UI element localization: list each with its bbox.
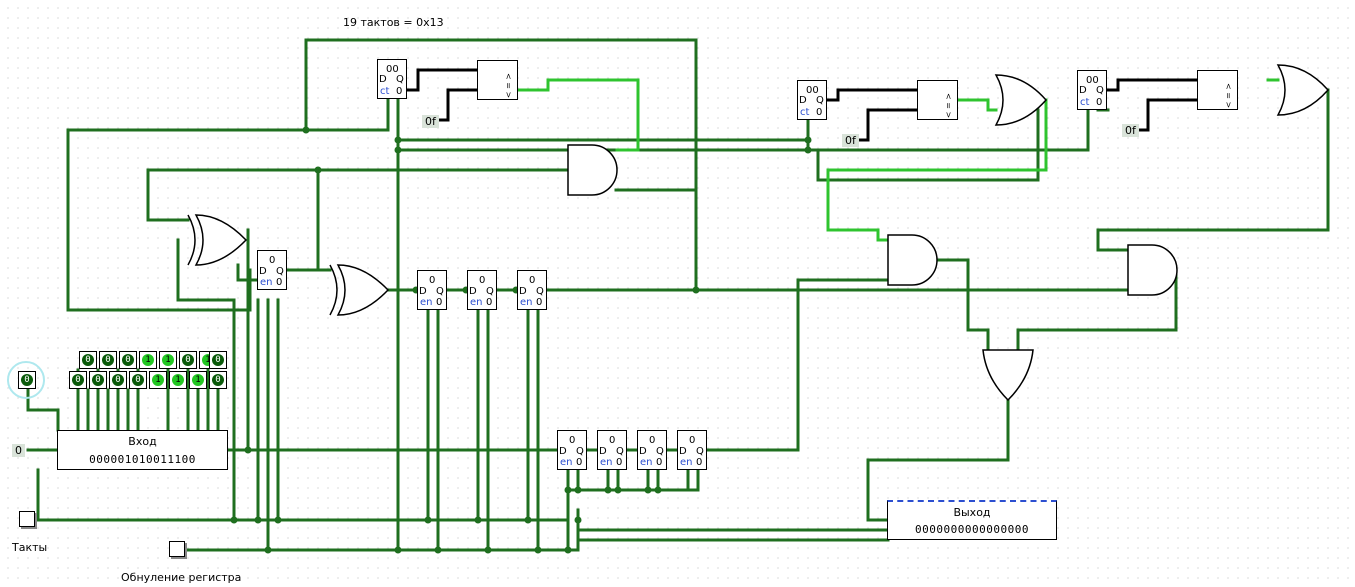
input-bit[interactable]: 1: [169, 371, 187, 389]
input-register-value: 000001010011100: [89, 453, 196, 466]
reset-label: Обнуление регистра: [121, 571, 242, 584]
input-bit[interactable]: 0: [69, 371, 87, 389]
constant-0f-1[interactable]: 0f: [422, 115, 439, 128]
input-bit[interactable]: 0: [209, 371, 227, 389]
input-bit[interactable]: 1: [149, 371, 167, 389]
flipflop-2[interactable]: 0 D Q en 0: [417, 270, 447, 310]
comparator-2[interactable]: < = >: [917, 80, 958, 120]
flipflop-7[interactable]: 0 D Q en 0: [637, 430, 667, 470]
output-register[interactable]: Выход 0000000000000000: [887, 500, 1057, 540]
flipflop-5[interactable]: 0 D Q en 0: [557, 430, 587, 470]
counter-1[interactable]: 00 D Q ct 0: [377, 59, 407, 99]
junctions: [230, 126, 812, 554]
input-bit[interactable]: 0: [109, 371, 127, 389]
input-register[interactable]: Вход 000001010011100: [57, 430, 228, 470]
and-gate-3[interactable]: [1127, 244, 1178, 296]
comparator-1[interactable]: < = >: [477, 60, 518, 100]
or-gate-4[interactable]: [1276, 64, 1329, 116]
wires-bright: [516, 78, 1280, 242]
circuit-title: 19 тактов = 0x13: [343, 16, 444, 29]
and-gate-1[interactable]: [567, 144, 618, 196]
and-gate-2[interactable]: [887, 234, 938, 286]
input-bit[interactable]: 1: [159, 351, 177, 369]
input-bit[interactable]: 0: [179, 351, 197, 369]
input-pin-selection: [7, 361, 45, 399]
constant-0f-3[interactable]: 0f: [1122, 124, 1139, 137]
wires-black: [406, 68, 1200, 142]
flipflop-4[interactable]: 0 D Q en 0: [517, 270, 547, 310]
flipflop-6[interactable]: 0 D Q en 0: [597, 430, 627, 470]
input-bit[interactable]: 0: [209, 351, 227, 369]
flipflop-3[interactable]: 0 D Q en 0: [467, 270, 497, 310]
counter-3[interactable]: 00 D Q ct 0: [1077, 70, 1107, 110]
constant-zero[interactable]: 0: [12, 444, 25, 457]
flipflop-1[interactable]: 0 D Q en 0: [257, 250, 287, 290]
or-gate-3[interactable]: [994, 74, 1047, 126]
input-bit[interactable]: 0: [129, 371, 147, 389]
flipflop-8[interactable]: 0 D Q en 0: [677, 430, 707, 470]
output-register-name: Выход: [953, 506, 991, 519]
input-register-name: Вход: [128, 435, 157, 448]
output-register-value: 0000000000000000: [915, 523, 1029, 536]
or-gate-1-back: [187, 214, 196, 266]
clock-button[interactable]: [19, 511, 35, 527]
or-gate-2-back: [329, 264, 338, 316]
input-bit[interactable]: 0: [99, 351, 117, 369]
or-gate-1[interactable]: [194, 214, 248, 266]
counter-2[interactable]: 00 D Q ct 0: [797, 80, 827, 120]
input-bit[interactable]: 0: [119, 351, 137, 369]
reset-button[interactable]: [169, 541, 185, 557]
constant-0f-2[interactable]: 0f: [842, 134, 859, 147]
input-bit[interactable]: 1: [189, 371, 207, 389]
input-bit[interactable]: 1: [139, 351, 157, 369]
input-bit[interactable]: 0: [79, 351, 97, 369]
or-gate-2[interactable]: [336, 264, 390, 316]
clock-label: Такты: [12, 541, 48, 554]
or-gate-5[interactable]: [982, 349, 1034, 402]
comparator-3[interactable]: < = >: [1197, 70, 1238, 110]
input-pin-single[interactable]: 0: [18, 371, 36, 389]
input-bit[interactable]: 0: [89, 371, 107, 389]
